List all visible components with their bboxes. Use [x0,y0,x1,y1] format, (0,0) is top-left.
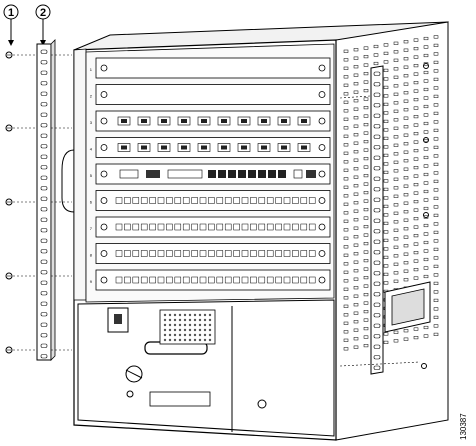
mounting-screws [5,51,36,354]
slot-number: 2 [90,94,93,99]
module-slot: 9 [90,269,331,291]
screw-icon [423,63,429,69]
screw-icon [5,272,36,280]
cable-guide-bracket-icon [36,39,72,361]
mounting-screws-right [421,63,429,369]
callout-1: 1 [3,4,19,46]
screw-icon [5,346,36,354]
screw-icon [5,198,36,206]
module-slot: 2 [90,84,331,105]
power-supply-icon [107,307,267,409]
screw-icon [5,124,36,132]
figure-id: 130387 [459,413,468,440]
module-slot: 5 [90,163,331,185]
callout-2-number: 2 [40,7,46,19]
slot-number: 6 [90,200,93,205]
slot-number: 9 [90,279,93,284]
module-slot: 4 [90,137,331,158]
slot-number: 8 [90,253,93,258]
callout-2: 2 [35,4,51,46]
module-slot: 7 [90,216,331,238]
module-slot: 8 [90,243,331,264]
slot-number: 5 [90,173,93,178]
slot-number: 7 [90,226,93,231]
cable-guide-bracket-icon [339,65,421,375]
module-slot: 1 [90,57,331,79]
slot-number: 4 [90,147,93,152]
slot-number: 3 [90,120,93,125]
screw-icon [423,212,429,218]
screw-icon [421,363,427,369]
module-slot: 6 [90,190,331,211]
side-handle-icon [384,281,431,333]
fan-grille-icon [159,309,216,345]
screw-icon [5,51,36,59]
slot-number: 1 [90,67,93,72]
chassis-icon: 1 2 3 4 5 6 7 8 9 [61,21,449,441]
callout-1-number: 1 [8,7,14,19]
module-slot: 3 [90,110,331,132]
screw-icon [423,137,429,143]
